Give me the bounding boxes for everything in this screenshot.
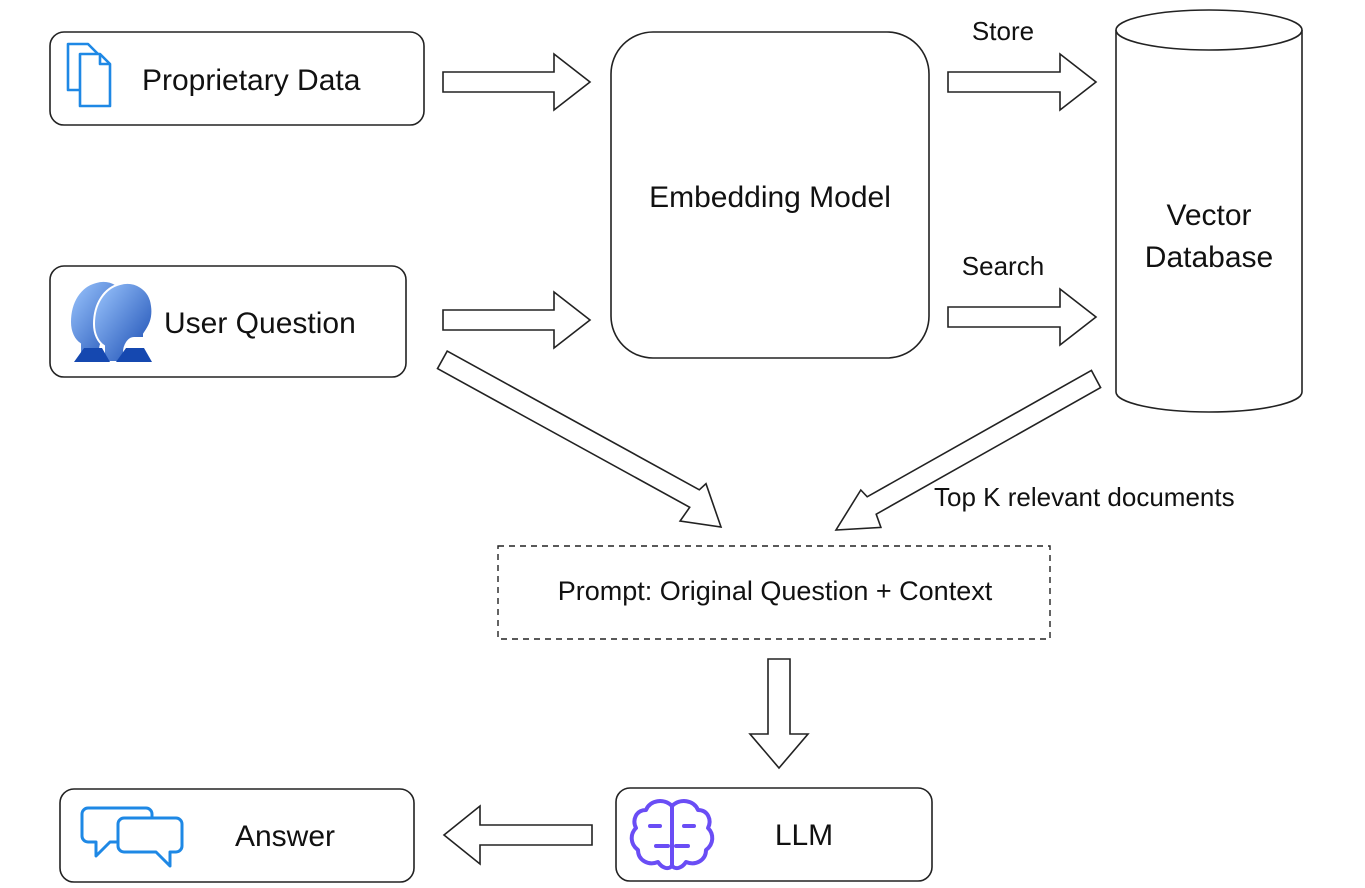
arrow-data-to-embedding [442, 52, 592, 112]
embedding-model-node: Embedding Model [610, 31, 930, 359]
arrow-question-to-prompt [436, 350, 723, 528]
prompt-label: Prompt: Original Question + Context [558, 576, 993, 606]
embedding-model-label: Embedding Model [649, 181, 891, 214]
llm-node: LLM [615, 787, 933, 882]
arrow-prompt-to-llm [748, 658, 810, 770]
llm-label: LLM [775, 819, 833, 852]
user-question-node: User Question [49, 265, 407, 378]
arrow-question-to-embedding [442, 290, 592, 350]
proprietary-data-node: Proprietary Data [49, 31, 425, 126]
user-question-label: User Question [164, 307, 356, 340]
answer-label: Answer [235, 820, 335, 853]
arrow-llm-to-answer [442, 804, 593, 866]
vector-database-label-line2: Database [1145, 241, 1273, 274]
prompt-node: Prompt: Original Question + Context [497, 545, 1051, 640]
arrow-search [947, 287, 1098, 347]
top-k-label: Top K relevant documents [934, 482, 1235, 512]
store-label: Store [972, 16, 1034, 46]
vector-database-node: Vector Database [1115, 9, 1303, 413]
chat-bubbles-icon [80, 806, 184, 868]
arrow-database-to-prompt [834, 369, 1102, 531]
answer-node: Answer [59, 788, 415, 883]
arrow-store [947, 52, 1098, 112]
users-icon [68, 280, 154, 363]
search-label: Search [962, 251, 1044, 281]
documents-icon [66, 42, 112, 108]
brain-icon [629, 799, 715, 871]
proprietary-data-label: Proprietary Data [142, 64, 361, 97]
vector-database-label-line1: Vector [1166, 199, 1251, 232]
